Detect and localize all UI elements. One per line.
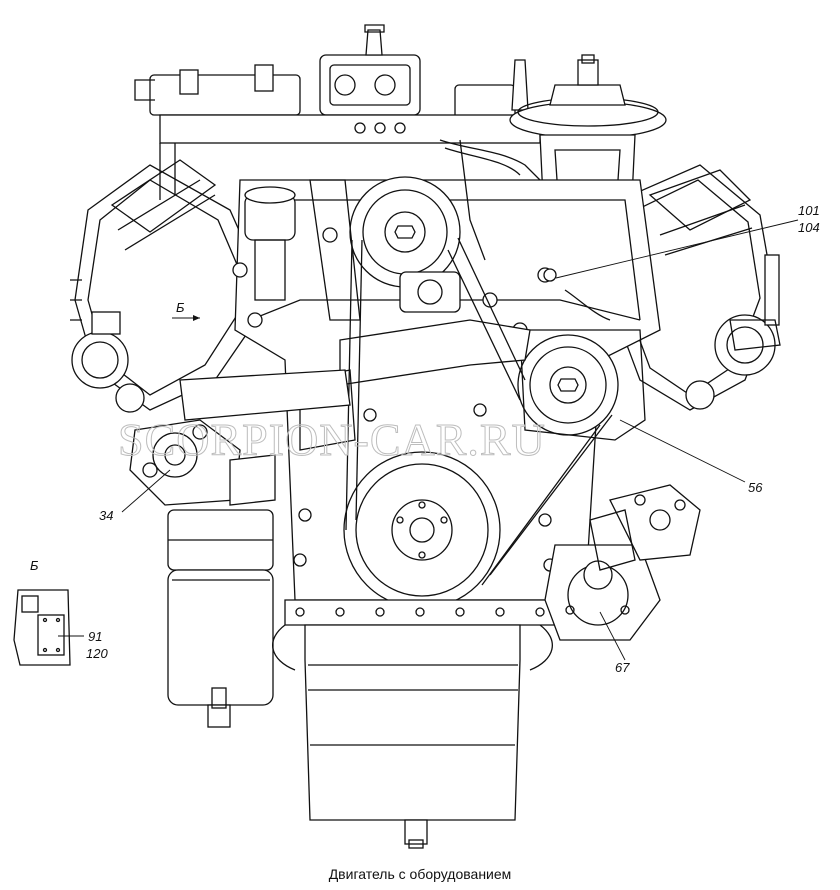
callout-67: 67 [615,660,630,675]
leader-56 [619,419,746,483]
callout-91: 91 [88,629,102,644]
fuel-lines [439,139,611,321]
callout-104: 104 [798,220,820,235]
callout-leaders [121,219,799,661]
intake-manifold [134,24,541,200]
oil-pan [272,599,561,849]
figure-caption: Двигатель с оборудованием [328,866,512,882]
callout-56: 56 [748,480,763,495]
view-arrow: Б [172,300,200,321]
callout-120: 120 [86,646,108,661]
oil-filter [129,369,351,728]
crankshaft-pulley [343,451,501,609]
leader-101-104 [555,219,799,279]
callout-101: 101 [798,203,820,218]
leader-34 [121,469,171,513]
callouts: 101 104 56 34 67 91 120 [86,203,820,675]
water-pump-pulley [349,176,461,313]
compressor-unit [544,484,701,641]
watermark: SCORPION-CAR.RU [118,414,546,465]
oil-filler-neck [244,186,296,301]
right-cylinder-bank [609,164,781,411]
view-arrow-label: Б [176,300,185,315]
left-cylinder-bank [70,159,271,413]
callout-34: 34 [99,508,113,523]
inset-label: Б [30,558,39,573]
drive-belts [345,237,613,586]
inset-view: Б [13,558,84,666]
alternator-pulley [517,329,646,441]
leader-67 [599,611,626,661]
